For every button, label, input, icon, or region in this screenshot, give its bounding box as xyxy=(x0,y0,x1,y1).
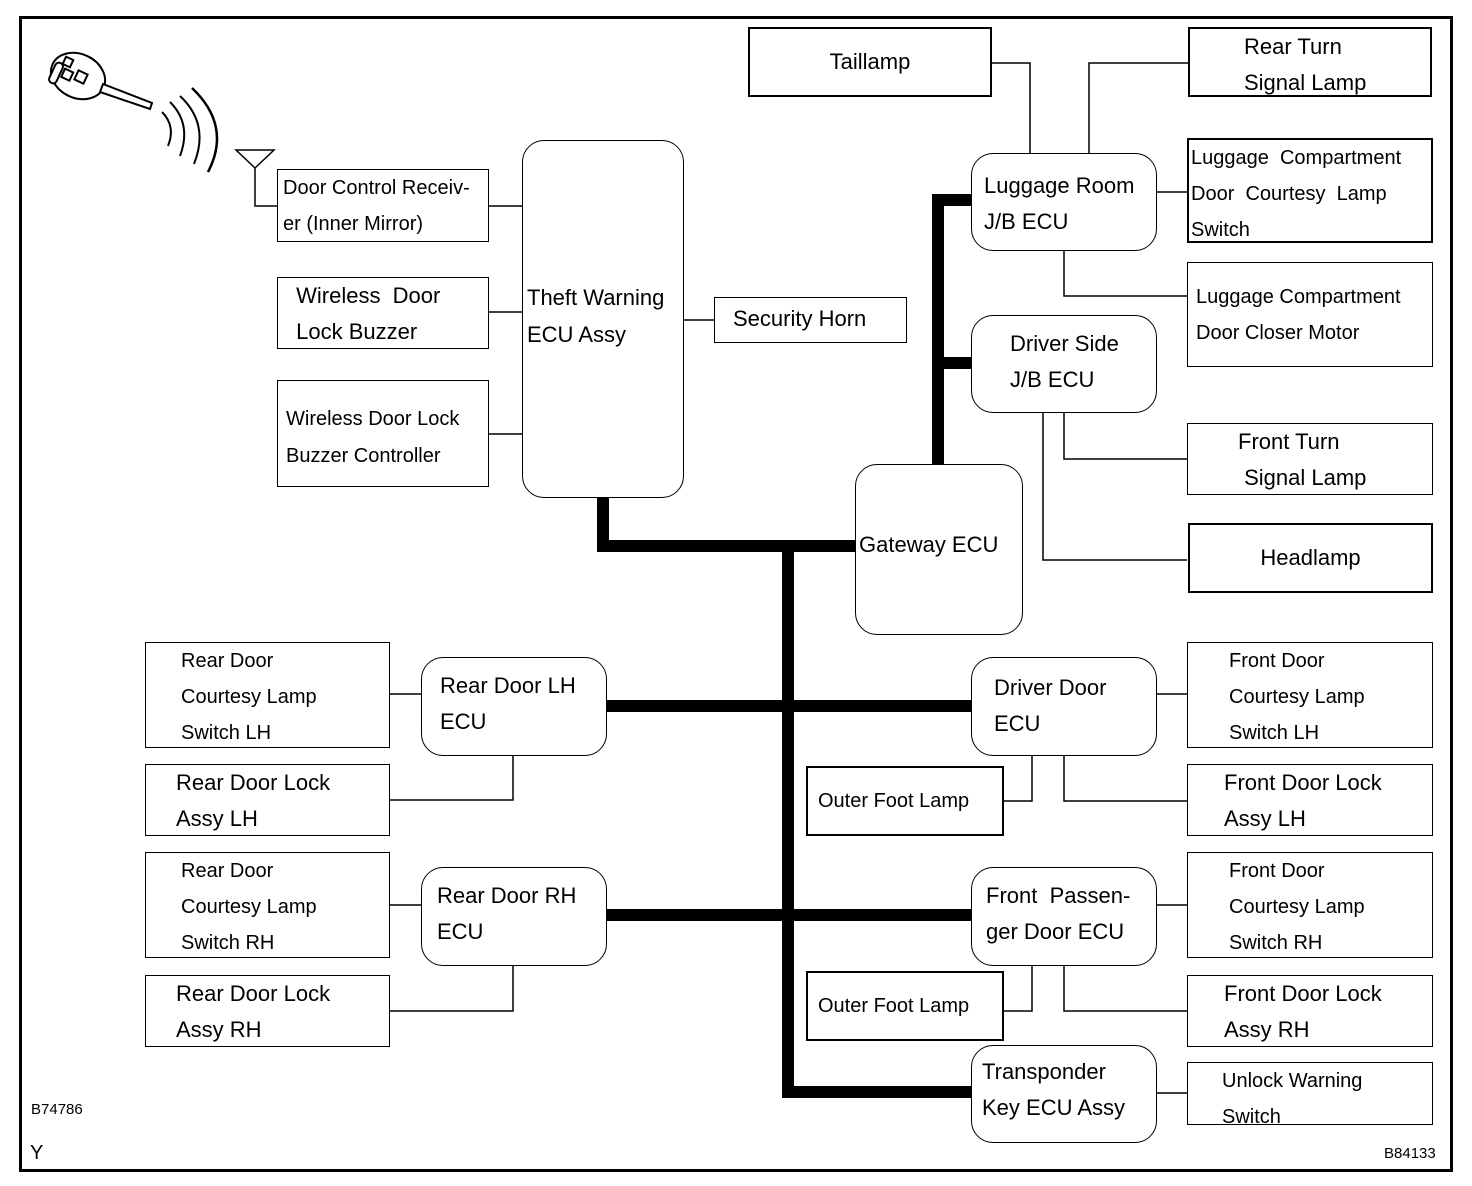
corner-mark: Y xyxy=(30,1142,44,1164)
rear-door-lh-ecu: Rear Door LH ECU xyxy=(421,657,607,756)
wire-rear-lock-lh xyxy=(389,756,514,801)
front-passenger-door-ecu: Front Passen- ger Door ECU xyxy=(971,867,1157,966)
diagram-frame xyxy=(19,16,1453,1172)
wireless-door-lock-buzzer: Wireless Door Lock Buzzer xyxy=(277,277,489,349)
figure-id-left: B74786 xyxy=(31,1101,83,1118)
wire-front-lock-rh xyxy=(1063,966,1187,1012)
wire-front-turn xyxy=(1063,413,1187,460)
luggage-compartment-door-closer-motor: Luggage Compartment Door Closer Motor xyxy=(1187,262,1433,367)
front-door-lock-assy-lh: Front Door Lock Assy LH xyxy=(1187,764,1433,836)
front-door-courtesy-lamp-switch-lh: Front Door Courtesy Lamp Switch LH xyxy=(1187,642,1433,748)
rear-door-courtesy-lamp-switch-lh: Rear Door Courtesy Lamp Switch LH xyxy=(145,642,390,748)
wireless-door-lock-buzzer-controller: Wireless Door Lock Buzzer Controller xyxy=(277,380,489,487)
driver-door-ecu: Driver Door ECU xyxy=(971,657,1157,756)
front-door-courtesy-lamp-switch-rh: Front Door Courtesy Lamp Switch RH xyxy=(1187,852,1433,958)
luggage-compartment-door-courtesy-lamp-switch: Luggage Compartment Door Courtesy Lamp S… xyxy=(1187,138,1433,243)
figure-id-right: B84133 xyxy=(1384,1145,1436,1162)
antenna-icon xyxy=(234,149,276,170)
key-fob-icon xyxy=(48,51,219,173)
wire-rear-turn xyxy=(1088,62,1188,153)
rear-door-rh-ecu: Rear Door RH ECU xyxy=(421,867,607,966)
front-door-lock-assy-rh: Front Door Lock Assy RH xyxy=(1187,975,1433,1047)
transponder-key-ecu: Transponder Key ECU Assy xyxy=(971,1045,1157,1143)
rear-turn-signal-lamp: Rear Turn Signal Lamp xyxy=(1188,27,1432,97)
taillamp: Taillamp xyxy=(748,27,992,97)
bus-trunk xyxy=(782,546,972,1098)
outer-foot-lamp-passenger: Outer Foot Lamp xyxy=(806,971,1004,1041)
wire-taillamp xyxy=(991,62,1031,153)
bus-theft-to-gateway xyxy=(597,497,856,552)
door-control-receiver: Door Control Receiv- er (Inner Mirror) xyxy=(277,169,489,242)
can-bus xyxy=(597,194,972,1098)
wire-foot-lamp-2 xyxy=(1003,966,1033,1012)
rear-door-lock-assy-rh: Rear Door Lock Assy RH xyxy=(145,975,390,1047)
gateway-ecu: Gateway ECU xyxy=(855,464,1023,635)
unlock-warning-switch: Unlock Warning Switch xyxy=(1187,1062,1433,1128)
headlamp: Headlamp xyxy=(1188,523,1433,593)
outer-foot-lamp-driver: Outer Foot Lamp xyxy=(806,766,1004,836)
wire-headlamp xyxy=(1042,413,1187,561)
theft-warning-ecu: Theft Warning ECU Assy xyxy=(522,140,684,498)
wire-rear-lock-rh xyxy=(389,966,514,1012)
rear-door-courtesy-lamp-switch-rh: Rear Door Courtesy Lamp Switch RH xyxy=(145,852,390,958)
wire-foot-lamp-1 xyxy=(1003,756,1033,802)
wire-antenna xyxy=(254,168,277,207)
rear-door-lock-assy-lh: Rear Door Lock Assy LH xyxy=(145,764,390,836)
wire-closer-motor xyxy=(1063,250,1187,297)
thin-wires xyxy=(234,62,1188,1094)
driver-side-jb-ecu: Driver Side J/B ECU xyxy=(971,315,1157,413)
front-turn-signal-lamp: Front Turn Signal Lamp xyxy=(1187,423,1433,495)
security-horn: Security Horn xyxy=(714,297,907,343)
wire-front-lock-lh xyxy=(1063,756,1187,802)
luggage-room-jb-ecu: Luggage Room J/B ECU xyxy=(971,153,1157,251)
bus-gateway-up xyxy=(932,194,972,465)
